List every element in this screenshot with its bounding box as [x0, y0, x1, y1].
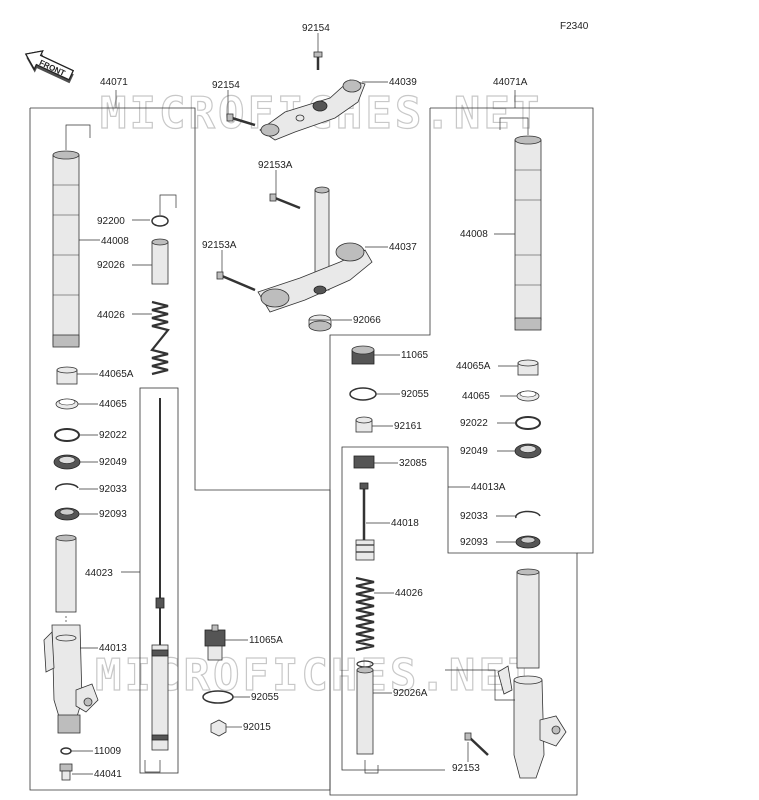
- bushing-44065-left-icon: [55, 398, 79, 410]
- label-32085: 32085: [399, 458, 427, 469]
- washer-92022-right-icon: [515, 416, 541, 430]
- spring-44026-left-icon: [150, 300, 170, 376]
- steering-stem: [257, 186, 373, 313]
- label-44065A-right: 44065A: [456, 361, 491, 372]
- bolt-92154-top-icon: [313, 51, 323, 70]
- label-92033-left: 92033: [99, 484, 127, 495]
- label-11065A: 11065A: [249, 635, 283, 646]
- right-fork-box-top: [430, 107, 594, 554]
- label-44071: 44071: [100, 77, 128, 88]
- label-44018: 44018: [391, 518, 419, 529]
- label-44008-left: 44008: [101, 236, 129, 247]
- damper-cartridge-left: [151, 398, 169, 751]
- bolt-92153A-lower-icon: [216, 271, 256, 292]
- outer-tube-left: [52, 150, 80, 348]
- label-11009: 11009: [94, 746, 122, 757]
- label-44065-right: 44065: [462, 391, 490, 402]
- label-44065A-left: 44065A: [99, 369, 134, 380]
- label-92066: 92066: [353, 315, 381, 326]
- inner-tube-left: [43, 534, 99, 734]
- right-fork-box: [329, 108, 578, 796]
- label-44065-left: 44065: [99, 399, 127, 410]
- oring-92055-right-icon: [349, 387, 377, 401]
- damper-box: [139, 387, 179, 774]
- seal-92066-icon: [308, 314, 332, 332]
- label-92153: 92153: [452, 763, 480, 774]
- label-44023: 44023: [85, 568, 113, 579]
- label-92033-right: 92033: [460, 511, 488, 522]
- label-44026-left: 44026: [97, 310, 125, 321]
- damper-cartridge-right: [353, 455, 375, 561]
- cap-11065A-icon: [204, 624, 226, 661]
- label-92093-right: 92093: [460, 537, 488, 548]
- clip-92033-right-icon: [515, 510, 541, 519]
- ring-92200-icon: [151, 215, 169, 227]
- bolt-92154-left-icon: [226, 113, 256, 127]
- label-92049-left: 92049: [99, 457, 127, 468]
- upper-bracket: [259, 79, 366, 141]
- label-44041: 44041: [94, 769, 122, 780]
- clip-92033-left-icon: [55, 483, 79, 491]
- label-92055-left: 92055: [251, 692, 279, 703]
- inner-tube-right: [497, 568, 567, 779]
- bushing-44065-right-icon: [516, 390, 540, 402]
- seal-92093-left-icon: [54, 507, 80, 521]
- label-92049-right: 92049: [460, 446, 488, 457]
- seal-92049-right-icon: [514, 443, 542, 459]
- label-44013: 44013: [99, 643, 127, 654]
- label-92022-right: 92022: [460, 418, 488, 429]
- label-92200: 92200: [97, 216, 125, 227]
- label-11065: 11065: [401, 350, 429, 361]
- nut-92015-icon: [210, 719, 227, 737]
- label-92022-left: 92022: [99, 430, 127, 441]
- label-92026A: 92026A: [393, 688, 428, 699]
- label-44013A: 44013A: [471, 482, 506, 493]
- label-44037: 44037: [389, 242, 417, 253]
- label-44008-right: 44008: [460, 229, 488, 240]
- label-44071A: 44071A: [493, 77, 528, 88]
- label-92015: 92015: [243, 722, 271, 733]
- label-92154-left: 92154: [212, 80, 240, 91]
- label-44026-right: 44026: [395, 588, 423, 599]
- label-92093-left: 92093: [99, 509, 127, 520]
- label-92154-top: 92154: [302, 23, 330, 34]
- outer-tube-right: [514, 135, 542, 331]
- collar-92026A-icon: [356, 660, 374, 755]
- washer-92022-left-icon: [54, 428, 80, 442]
- seal-92049-left-icon: [53, 454, 81, 470]
- bolt-92153-icon: [464, 732, 489, 756]
- bolt-92153A-upper-icon: [269, 193, 301, 210]
- washer-11009-icon: [60, 747, 72, 755]
- cap-11065-icon: [351, 345, 375, 365]
- label-92153A-lower: 92153A: [202, 240, 237, 251]
- figure-code: F2340: [560, 21, 589, 32]
- collar-92026-icon: [151, 238, 169, 285]
- bolt-44041-icon: [59, 763, 73, 781]
- front-arrow-icon: FRONT: [24, 50, 74, 84]
- adjuster-92161-icon: [355, 416, 373, 433]
- label-44039: 44039: [389, 77, 417, 88]
- label-92026: 92026: [97, 260, 125, 271]
- label-92161: 92161: [394, 421, 422, 432]
- seal-92093-right-icon: [515, 535, 541, 549]
- bushing-44065A-left-icon: [56, 366, 78, 385]
- bushing-44065A-right-icon: [517, 359, 539, 376]
- spring-44026-right-icon: [355, 576, 375, 652]
- label-92153A-upper: 92153A: [258, 160, 293, 171]
- label-92055-right: 92055: [401, 389, 429, 400]
